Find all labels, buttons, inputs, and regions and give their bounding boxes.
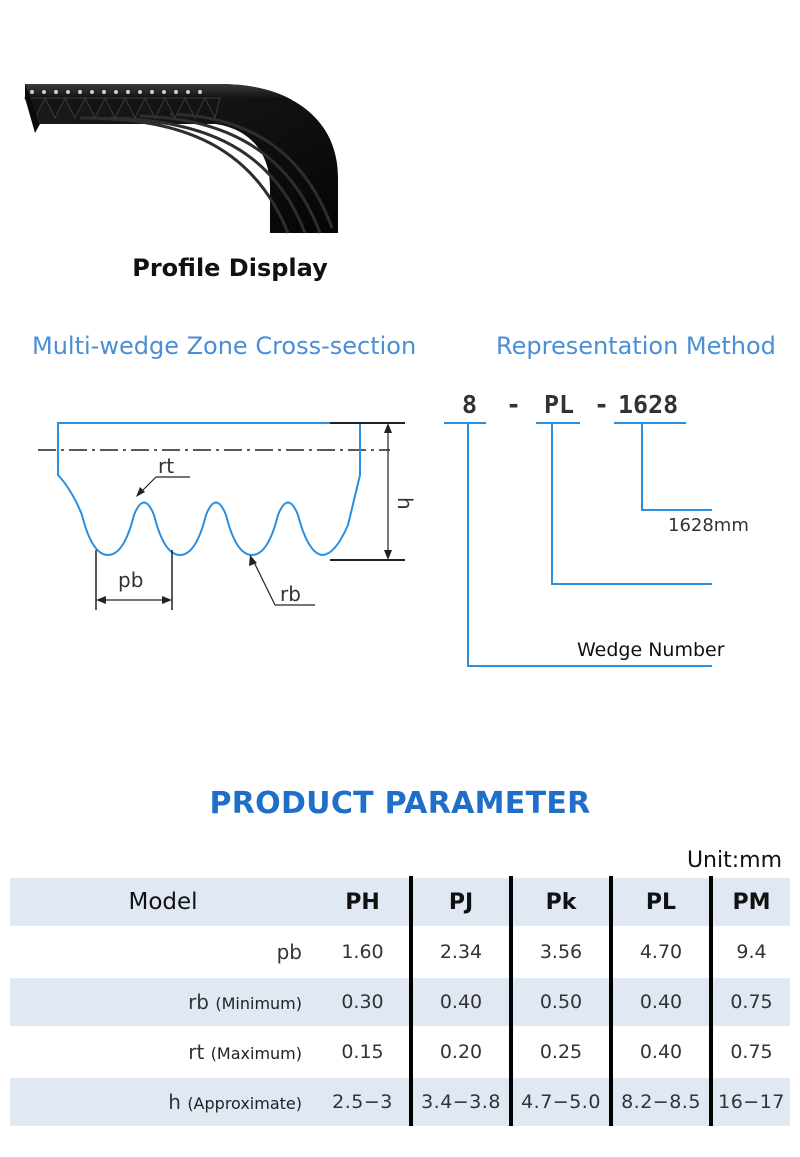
header-pm: PM	[709, 876, 790, 927]
table-cell: 9.4	[709, 926, 790, 977]
table-cell: 8.2−8.5	[609, 1076, 711, 1126]
row-label: rb (Minimum)	[10, 976, 316, 1027]
table-cell: 0.15	[316, 1026, 411, 1077]
code-wedge-count: 8	[462, 390, 477, 419]
h-label: h	[393, 497, 417, 510]
row-label-note: (Minimum)	[215, 994, 302, 1013]
table-row-pb: pb 1.60 2.34 3.56 4.70 9.4	[10, 926, 790, 977]
belt-profile-image	[24, 84, 338, 234]
header-pk: Pk	[509, 876, 611, 927]
wedge-number-note: Wedge Number	[577, 639, 725, 661]
header-ph: PH	[316, 876, 411, 927]
code-dash-2: -	[594, 390, 609, 419]
row-label: pb	[10, 926, 316, 977]
header-pj: PJ	[409, 876, 511, 927]
pb-label: pb	[118, 568, 143, 592]
representation-diagram: 8 - PL - 1628 1628mm Wedge Number	[444, 390, 749, 667]
table-header-row: Model PH PJ Pk PL PM	[10, 876, 790, 927]
table-cell: 0.30	[316, 976, 411, 1027]
table-cell: 0.20	[409, 1026, 511, 1077]
table-cell: 3.4−3.8	[409, 1076, 511, 1126]
representation-heading: Representation Method	[496, 332, 776, 360]
table-cell: 0.75	[709, 976, 790, 1027]
table-cell: 0.40	[609, 1026, 711, 1077]
row-label-note: (Maximum)	[210, 1044, 302, 1063]
row-label-text: rt	[188, 1040, 205, 1064]
profile-caption: Profile Display	[132, 254, 328, 282]
row-label: h (Approximate)	[10, 1076, 316, 1126]
header-pl: PL	[609, 876, 711, 927]
unit-label: Unit:mm	[686, 848, 782, 873]
table-cell: 2.34	[409, 926, 511, 977]
table-cell: 0.25	[509, 1026, 611, 1077]
header-model: Model	[10, 876, 316, 927]
row-label-text: rb	[188, 990, 209, 1014]
table-cell: 2.5−3	[316, 1076, 411, 1126]
product-parameter-title: PRODUCT PARAMETER	[209, 786, 591, 821]
code-length: 1628	[618, 390, 678, 419]
table-cell: 16−17	[709, 1076, 790, 1126]
table-cell: 0.40	[609, 976, 711, 1027]
cross-section-diagram: h pb rt rb	[38, 422, 417, 610]
table-row-rb: rb (Minimum) 0.30 0.40 0.50 0.40 0.75	[10, 976, 790, 1027]
table-cell: 4.7−5.0	[509, 1076, 611, 1126]
table-cell: 3.56	[509, 926, 611, 977]
parameter-table: Model PH PJ Pk PL PM pb 1.60 2.34 3.56 4…	[10, 876, 790, 1126]
code-dash-1: -	[506, 390, 521, 419]
row-label: rt (Maximum)	[10, 1026, 316, 1077]
row-label-note: (Approximate)	[187, 1094, 302, 1113]
row-label-text: h	[168, 1090, 181, 1114]
table-cell: 4.70	[609, 926, 711, 977]
table-cell: 0.40	[409, 976, 511, 1027]
table-cell: 1.60	[316, 926, 411, 977]
code-profile: PL	[544, 390, 574, 419]
rb-label: rb	[280, 582, 301, 606]
table-row-h: h (Approximate) 2.5−3 3.4−3.8 4.7−5.0 8.…	[10, 1076, 790, 1126]
row-label-text: pb	[276, 940, 302, 964]
table-row-rt: rt (Maximum) 0.15 0.20 0.25 0.40 0.75	[10, 1026, 790, 1077]
rt-label: rt	[158, 454, 174, 478]
table-cell: 0.75	[709, 1026, 790, 1077]
table-cell: 0.50	[509, 976, 611, 1027]
cross-section-heading: Multi-wedge Zone Cross-section	[32, 332, 417, 360]
length-note: 1628mm	[668, 515, 749, 536]
